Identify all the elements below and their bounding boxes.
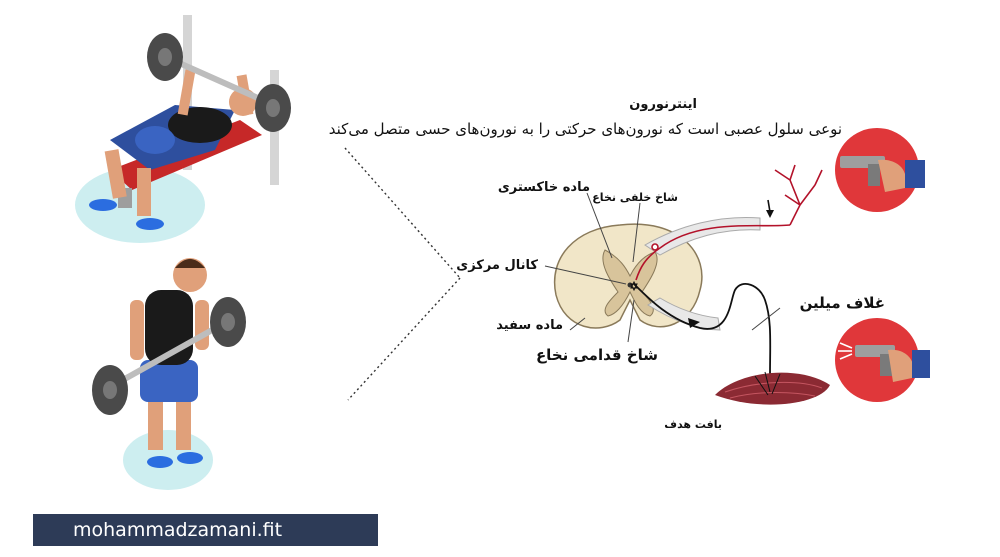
bench-press-athlete [75,15,291,243]
spinal-cord-cross-section [553,217,761,331]
target-muscle-tissue [715,371,830,405]
label-white-matter: ماده سفید [496,318,563,333]
stimulus-gun-lower [835,318,930,402]
footer-handle: mohammadzamani.fit [73,519,283,541]
label-gray-matter: ماده خاکستری [497,180,590,195]
label-myelin-sheath: غلاف میلین [799,294,885,312]
barbell-row-athlete [92,258,246,490]
label-central-canal: کانال مرکزی [456,258,538,273]
interneuron-star [630,280,638,292]
dotted-connector [344,147,461,401]
interneuron-description: نوعی سلول عصبی است که نورون‌های حرکتی را… [328,120,842,138]
label-dorsal-horn: شاخ خلفی نخاع [592,191,678,204]
label-ventral-horn: شاخ قدامی نخاع [535,346,658,364]
stimulus-gun-upper [835,128,925,212]
footer-social-bar: mohammadzamani.fit [33,514,378,546]
interneuron-title: اینترنورون [629,97,697,112]
sensory-neuron [635,164,823,281]
label-pointers [544,192,781,343]
label-target-tissue: بافت هدف [664,418,722,431]
